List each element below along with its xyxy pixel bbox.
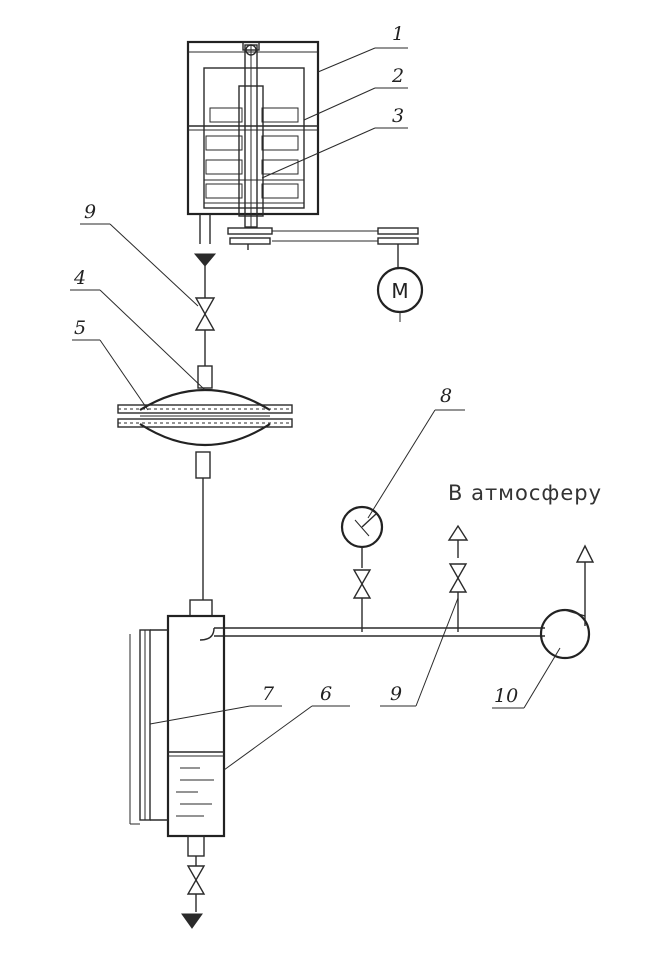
callout-1: 1 <box>392 23 404 45</box>
gas-line <box>199 627 545 641</box>
callout-2: 2 <box>391 65 404 87</box>
atmosphere-label: В атмосферу <box>448 481 602 505</box>
belt-drive <box>227 227 419 268</box>
callout-7: 7 <box>262 683 275 705</box>
callout-6: 6 <box>320 683 332 705</box>
motor-label: M <box>391 279 408 303</box>
callout-9-bottom: 9 <box>390 683 402 705</box>
leader-lines <box>70 47 561 771</box>
upper-valve <box>194 266 216 366</box>
callout-9-top: 9 <box>84 201 96 223</box>
collector-vessel <box>129 599 226 929</box>
vacuum-pump <box>539 544 595 660</box>
callout-5: 5 <box>74 317 86 339</box>
vent-valve <box>447 524 469 632</box>
callout-8: 8 <box>440 385 452 407</box>
reactor-vessel <box>186 40 320 267</box>
filter-housing <box>117 365 293 600</box>
electric-motor: M <box>376 266 424 322</box>
callout-10: 10 <box>494 685 518 707</box>
callout-4: 4 <box>73 267 86 289</box>
pressure-gauge <box>340 505 384 632</box>
callout-3: 3 <box>392 105 404 127</box>
